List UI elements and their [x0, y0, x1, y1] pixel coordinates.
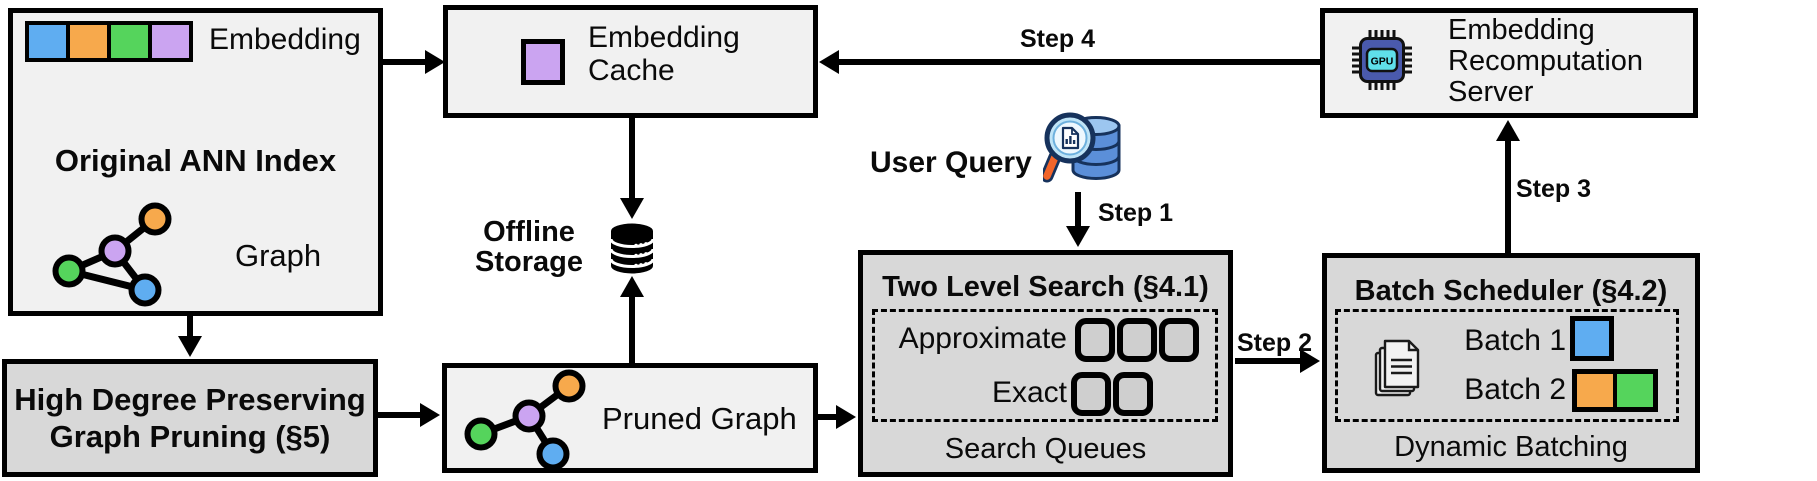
graph-label: Graph — [235, 238, 322, 273]
arrow-cache-to-storage-head — [620, 198, 644, 219]
batch2-item-orange — [1577, 374, 1613, 407]
step4-label: Step 4 — [1020, 25, 1096, 53]
pruned-graph-box: Pruned Graph — [442, 363, 818, 473]
user-query-icon — [1043, 112, 1121, 183]
arrow-step2-line — [1235, 358, 1302, 364]
gpu-chip-label: GPU — [1371, 56, 1394, 68]
offline-storage-label: Offline Storage — [475, 216, 583, 278]
search-queues-panel: Approximate Exact — [872, 309, 1218, 422]
pruned-graph-label: Pruned Graph — [602, 401, 797, 436]
approximate-queues — [1075, 318, 1199, 362]
embedding-cache-box: Embedding Cache — [443, 5, 818, 118]
step3-label: Step 3 — [1516, 175, 1592, 203]
batch-scheduler-title: Batch Scheduler (§4.2) — [1354, 275, 1668, 307]
arrow-pruned-to-storage-line — [629, 295, 635, 363]
graph-icon — [52, 202, 172, 307]
pruned-graph-icon — [464, 369, 586, 471]
embedding-cache-label: Embedding Cache — [588, 21, 740, 87]
dynamic-batching-caption: Dynamic Batching — [1394, 431, 1628, 463]
arrow-pruned-to-search-line — [818, 414, 838, 420]
arrow-step4-head — [819, 50, 839, 74]
exact-queues — [1071, 372, 1153, 416]
offline-storage-database-icon — [609, 223, 655, 274]
arrow-index-to-cache-line — [383, 59, 427, 65]
documents-icon — [1374, 339, 1420, 397]
embedding-label: Embedding — [209, 23, 361, 56]
recomputation-server-label: Embedding Recomputation Server — [1448, 14, 1644, 108]
queue-slot — [1075, 318, 1115, 362]
queue-slot — [1159, 318, 1199, 362]
arrow-cache-to-storage-line — [629, 118, 635, 200]
arrow-pruned-to-search-head — [836, 405, 856, 429]
embedding-cell-orange — [66, 25, 107, 58]
step2-label: Step 2 — [1237, 329, 1313, 357]
recomputation-server-box: GPU Embedding Recomputation Server — [1320, 8, 1698, 118]
embedding-cell-purple — [148, 25, 189, 58]
step1-label: Step 1 — [1098, 199, 1174, 227]
graph-pruning-box: High Degree Preserving Graph Pruning (§5… — [2, 359, 378, 477]
queue-slot — [1113, 372, 1153, 416]
user-query-label: User Query — [870, 146, 1032, 179]
batch2-items — [1572, 369, 1658, 412]
cached-embedding-icon — [521, 39, 565, 85]
arrow-step1-line — [1075, 192, 1081, 228]
arrow-pruning-to-pruned-line — [378, 412, 422, 418]
batch-scheduler-box: Batch Scheduler (§4.2) Batch 1 Batch 2 — [1322, 253, 1700, 473]
batch1-item-blue — [1570, 316, 1614, 361]
embedding-vector-icon — [25, 21, 193, 62]
arrow-step1-head — [1066, 226, 1090, 247]
arrow-step2-head — [1300, 349, 1320, 373]
batch2-item-green — [1613, 374, 1653, 407]
queue-slot — [1117, 318, 1157, 362]
arrow-step3-line — [1505, 139, 1511, 253]
arrow-index-to-pruning-head — [178, 336, 202, 357]
arrow-step4-line — [837, 59, 1320, 65]
queue-slot — [1071, 372, 1111, 416]
graph-pruning-title: High Degree Preserving Graph Pruning (§5… — [14, 382, 366, 454]
approximate-label: Approximate — [898, 322, 1067, 355]
embedding-cell-green — [107, 25, 148, 58]
original-ann-index-box: Embedding Original ANN Index Graph — [8, 8, 383, 316]
dynamic-batching-panel: Batch 1 Batch 2 — [1335, 309, 1679, 422]
arrow-pruned-to-storage-head — [620, 276, 644, 297]
two-level-search-title: Two Level Search (§4.1) — [882, 271, 1209, 303]
two-level-search-box: Two Level Search (§4.1) Approximate Exac… — [858, 250, 1233, 477]
arrow-index-to-cache-head — [425, 50, 445, 74]
arrow-pruning-to-pruned-head — [420, 403, 440, 427]
gpu-chip-icon: GPU — [1352, 30, 1412, 90]
batch2-label: Batch 2 — [1464, 373, 1566, 406]
embedding-cell-blue — [29, 25, 66, 58]
arrow-index-to-pruning-line — [187, 316, 193, 338]
exact-label: Exact — [991, 376, 1067, 409]
search-queues-caption: Search Queues — [944, 433, 1147, 465]
original-ann-index-title: Original ANN Index — [54, 143, 337, 178]
arrow-step3-head — [1496, 120, 1520, 141]
batch1-label: Batch 1 — [1464, 324, 1566, 357]
